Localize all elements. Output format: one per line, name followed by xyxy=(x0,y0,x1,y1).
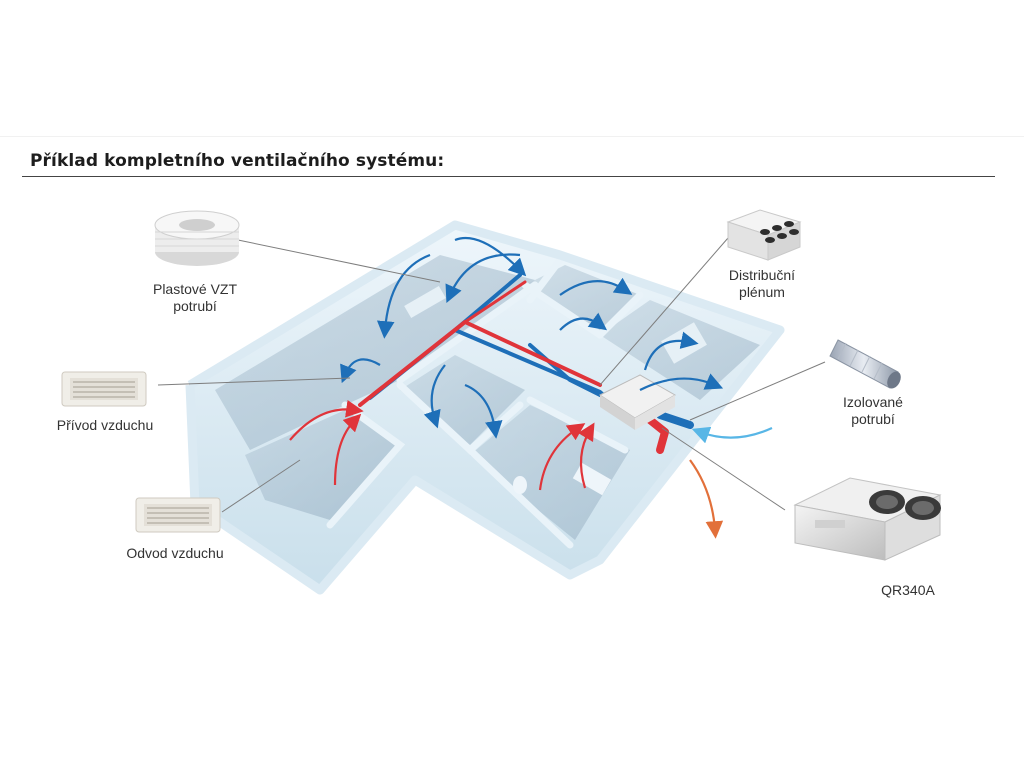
furniture-sofa xyxy=(404,285,446,319)
fresh-duct xyxy=(656,411,694,429)
label-plastic-pipe-line2: potrubí xyxy=(173,298,217,314)
qr340a-unit-image xyxy=(793,477,942,561)
title-underline xyxy=(22,176,995,177)
label-supply-air: Přívod vzduchu xyxy=(56,417,154,433)
arrow-supply-3 xyxy=(376,253,431,339)
label-insulated-line2: potrubí xyxy=(851,411,895,427)
leader-supply xyxy=(157,377,351,386)
exhaust-grille-image xyxy=(135,497,221,533)
intake-duct xyxy=(646,416,669,454)
label-plastic-pipe: Plastové VZT potrubí xyxy=(140,281,250,315)
leader-lines xyxy=(157,237,826,513)
page-title: Příklad kompletního ventilačního systému… xyxy=(30,151,445,171)
leader-pipe xyxy=(237,239,441,283)
label-insulated-line1: Izolované xyxy=(843,394,903,410)
room-floor-living xyxy=(215,255,535,450)
arrow-supply-5 xyxy=(559,277,633,296)
arrow-supply-6 xyxy=(559,312,608,331)
arrow-extract-2 xyxy=(333,413,362,486)
leader-exhaust xyxy=(221,459,301,513)
arrow-supply-8 xyxy=(639,373,724,391)
insulated-duct-image xyxy=(829,339,901,389)
arrow-fresh-air-in xyxy=(691,426,773,444)
room-floor-hall xyxy=(400,355,525,445)
arrow-extract-4 xyxy=(577,422,595,489)
arrow-supply-9 xyxy=(423,364,446,429)
arrow-supply-1 xyxy=(454,236,527,277)
top-band xyxy=(0,0,1024,137)
unit-in-house xyxy=(598,374,677,430)
arrow-exhaust-outdoor xyxy=(689,459,724,539)
label-plenum-line1: Distribuční xyxy=(728,267,796,283)
plastic-pipe-coil-image xyxy=(154,210,240,266)
arrow-extract-1 xyxy=(289,400,364,441)
label-exhaust-air: Odvod vzduchu xyxy=(126,545,224,561)
supply-air-arrows xyxy=(340,236,724,439)
top-divider xyxy=(0,136,1024,137)
extract-air-arrows xyxy=(289,400,595,491)
label-distribution-plenum: Distribuční plénum xyxy=(712,267,812,301)
furniture-toilet xyxy=(513,476,527,494)
arrow-supply-10 xyxy=(464,383,503,439)
arrow-extract-3 xyxy=(538,423,586,491)
label-qr340a: QR340A xyxy=(881,582,935,598)
extract-duct-branch xyxy=(463,280,527,324)
arrow-supply-2 xyxy=(445,253,521,304)
supply-grille-image xyxy=(61,371,147,407)
arrow-supply-4 xyxy=(340,358,381,384)
leader-insulated xyxy=(689,361,826,421)
leader-plenum xyxy=(599,237,729,386)
room-floor-kitchen xyxy=(245,410,400,520)
label-insulated-duct: Izolované potrubí xyxy=(823,394,923,428)
leader-unit xyxy=(661,427,786,511)
outer-wall xyxy=(185,220,785,595)
distribution-plenum-image xyxy=(726,209,802,261)
label-plenum-line2: plénum xyxy=(739,284,785,300)
room-floor-bed1 xyxy=(525,265,640,330)
arrow-supply-7 xyxy=(643,331,699,371)
label-plastic-pipe-line1: Plastové VZT xyxy=(152,281,238,297)
